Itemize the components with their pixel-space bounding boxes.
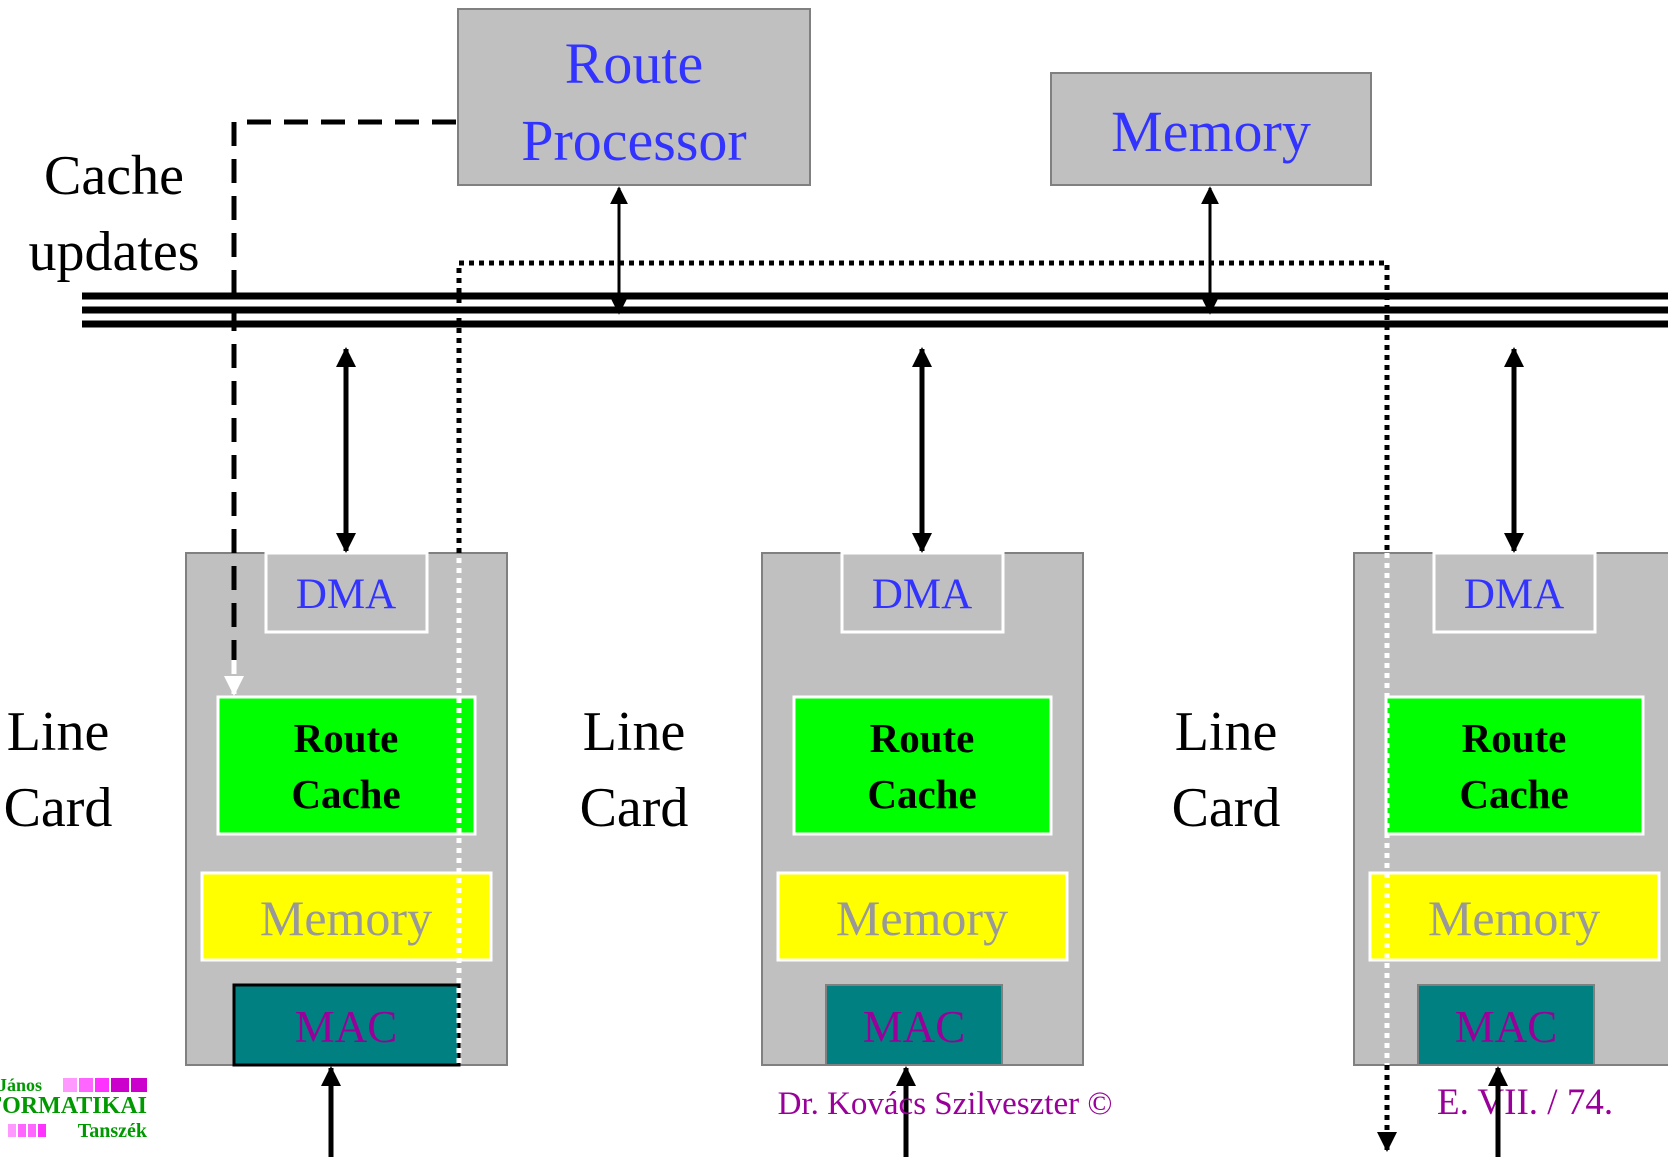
logo-block-7: [18, 1124, 26, 1137]
line-card-2-mac: MAC: [863, 1002, 966, 1052]
line-card-1: DMA Route Cache Memory MAC Line Card: [4, 551, 508, 1067]
line-card-3-label-line1: Line: [1175, 701, 1278, 763]
logo-block-1: [63, 1078, 77, 1092]
logo-block-6: [8, 1124, 16, 1137]
line-card-3: DMA Route Cache Memory MAC Line Card: [1172, 551, 1668, 1066]
logo-block-4: [111, 1078, 129, 1092]
logo-line1: János: [0, 1075, 42, 1095]
route-processor-label-line1: Route: [565, 31, 704, 96]
line-card-1-label-line2: Card: [4, 777, 113, 839]
logo-block-5: [131, 1078, 147, 1092]
system-bus: [82, 292, 1668, 328]
logo-block-8: [28, 1124, 36, 1137]
line-card-1-label-line1: Line: [7, 701, 110, 763]
cache-updates-label-line1: Cache: [44, 145, 184, 207]
logo-line2: INFORMATIKAI: [0, 1093, 147, 1119]
cache-updates-dashed-path-black: [231, 119, 456, 660]
line-card-2: DMA Route Cache Memory MAC Line Card: [580, 551, 1084, 1066]
footer-author: Dr. Kovács Szilveszter ©: [778, 1086, 1113, 1122]
line-card-3-route-cache-line1: Route: [1462, 715, 1567, 761]
line-card-2-label-line1: Line: [583, 701, 686, 763]
department-logo: János INFORMATIKAI Tanszék: [0, 1075, 148, 1142]
line-card-1-dma: DMA: [296, 571, 396, 618]
line-card-3-label-line2: Card: [1172, 777, 1281, 839]
line-card-2-route-cache-line2: Cache: [867, 771, 976, 817]
line-card-1-mac: MAC: [295, 1002, 398, 1052]
logo-line3: Tanszék: [78, 1120, 148, 1142]
route-processor-label-line2: Processor: [521, 108, 747, 173]
line-card-2-dma: DMA: [872, 571, 972, 618]
logo-block-9: [38, 1124, 46, 1137]
line-card-3-dma: DMA: [1464, 571, 1564, 618]
main-memory-label: Memory: [1111, 99, 1311, 164]
line-card-1-route-cache-line1: Route: [294, 715, 399, 761]
line-card-3-route-cache-line2: Cache: [1459, 771, 1568, 817]
line-card-2-memory: Memory: [836, 890, 1008, 946]
footer-slide-id: E. VII. / 74.: [1437, 1082, 1613, 1123]
line-card-1-route-cache-line2: Cache: [291, 771, 400, 817]
line-card-3-memory: Memory: [1428, 890, 1600, 946]
line-card-3-mac: MAC: [1455, 1002, 1558, 1052]
line-card-1-memory: Memory: [260, 890, 432, 946]
line-card-2-label-line2: Card: [580, 777, 689, 839]
logo-block-2: [79, 1078, 93, 1092]
route-processor-box: Route Processor: [457, 8, 811, 186]
logo-block-3: [95, 1078, 109, 1092]
main-memory-box: Memory: [1050, 72, 1372, 186]
data-path-dotted-black: [456, 260, 1390, 553]
line-card-2-route-cache-line1: Route: [870, 715, 975, 761]
cache-updates-label-line2: updates: [28, 221, 199, 283]
